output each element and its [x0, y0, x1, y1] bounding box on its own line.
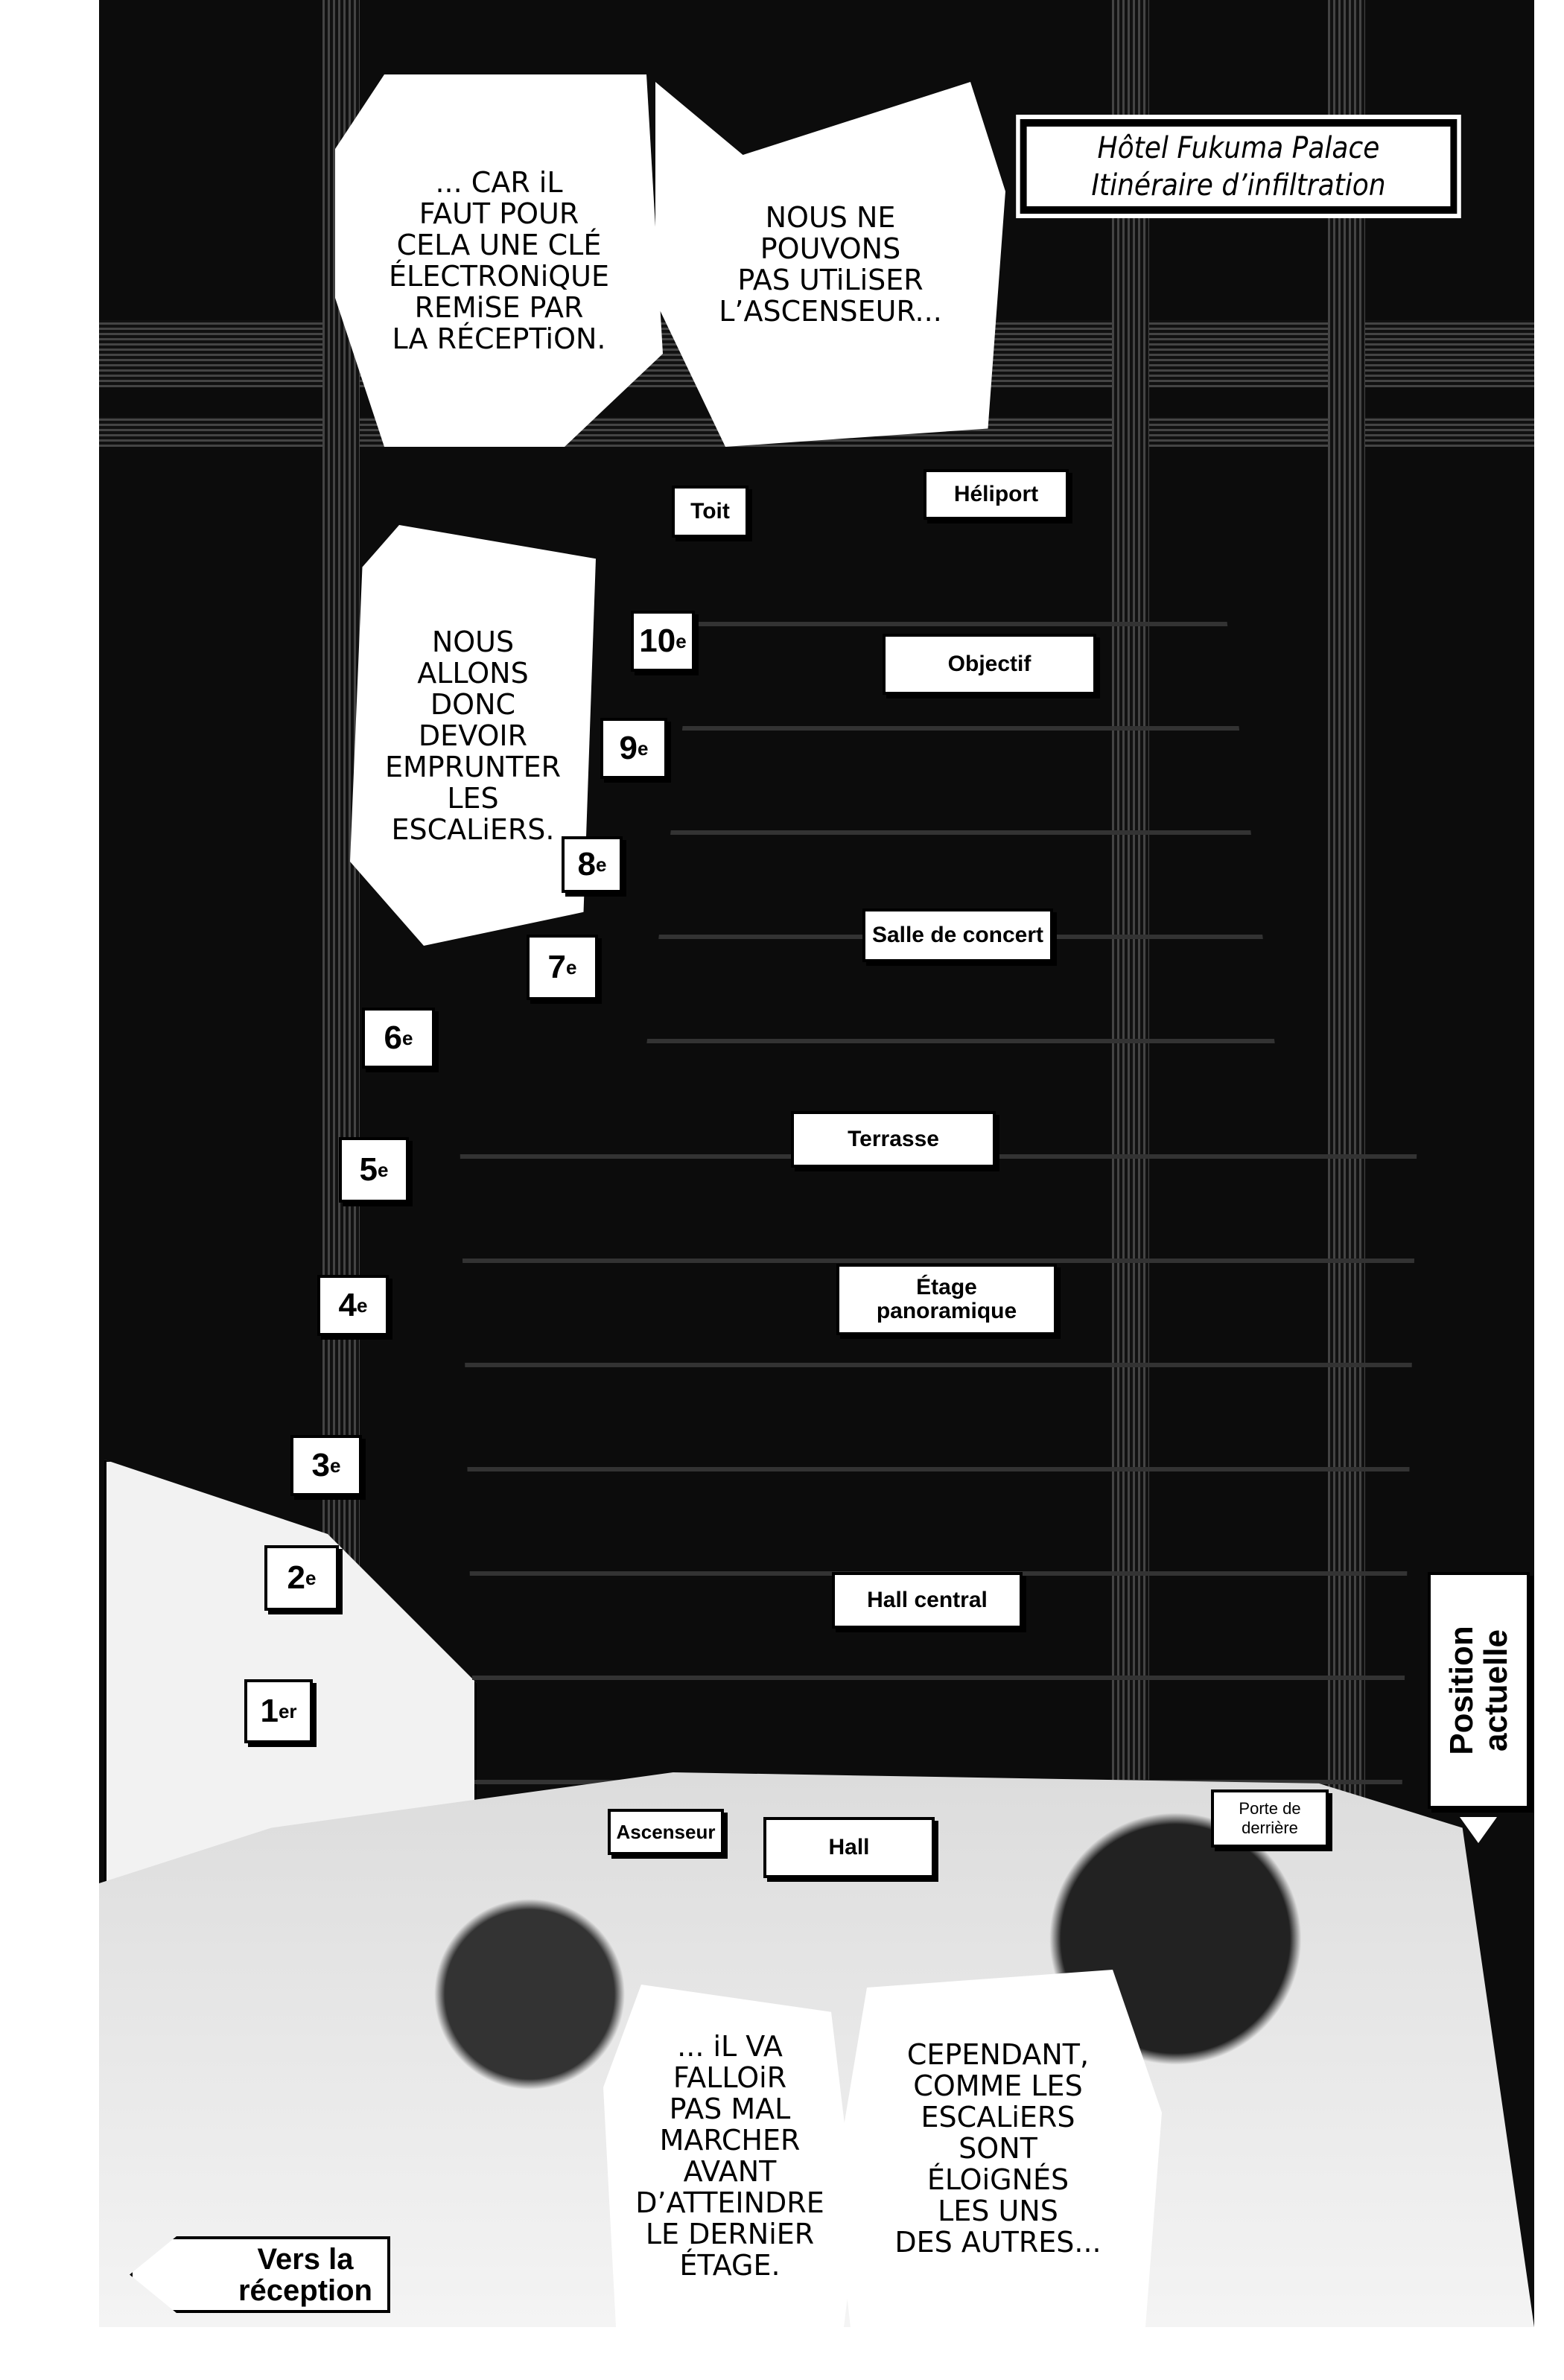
label-objective: Objectif — [883, 634, 1096, 695]
speech-bubble: ... iL VA FALLOiR PAS MAL MARCHER AVANT … — [603, 1985, 856, 2327]
label-heliport: Héliport — [924, 469, 1069, 520]
label-back-door: Porte de derrière — [1211, 1789, 1329, 1848]
speech-bubble: CEPENDANT, COMME LES ESCALiERS SONT ÉLOi… — [834, 1970, 1162, 2327]
current-position-text: Position actuelle — [1443, 1626, 1514, 1755]
label-central-hall: Hall central — [832, 1572, 1023, 1629]
speech-bubble: NOUS ALLONS DONC DEVOIR EMPRUNTER LES ES… — [350, 525, 596, 946]
map-subtitle: Itinéraire d’infiltration — [1091, 168, 1386, 203]
label-hall: Hall — [763, 1817, 935, 1878]
to-reception-label: Vers la réception — [130, 2236, 390, 2313]
tower-upper-section — [640, 532, 1281, 1098]
label-panoramic-floor: Étage panoramique — [836, 1264, 1057, 1335]
label-elevator: Ascenseur — [608, 1809, 724, 1855]
label-concert-hall: Salle de concert — [862, 909, 1053, 962]
speech-bubble: NOUS NE POUVONS PAS UTiLiSER L’ASCENSEUR… — [655, 82, 1005, 447]
arrow-down-icon — [1460, 1817, 1497, 1843]
hotel-name: Hôtel Fukuma Palace — [1097, 130, 1380, 165]
label-roof: Toit — [672, 486, 748, 538]
tower-lower-section — [458, 1065, 1419, 1899]
speech-bubble: ... CAR iL FAUT POUR CELA UNE CLÉ ÉLECTR… — [335, 74, 663, 447]
current-position-label: Position actuelle — [1428, 1572, 1530, 1809]
label-terrace: Terrasse — [791, 1111, 996, 1168]
map-title: Hôtel Fukuma Palace Itinéraire d’infiltr… — [1016, 115, 1461, 218]
